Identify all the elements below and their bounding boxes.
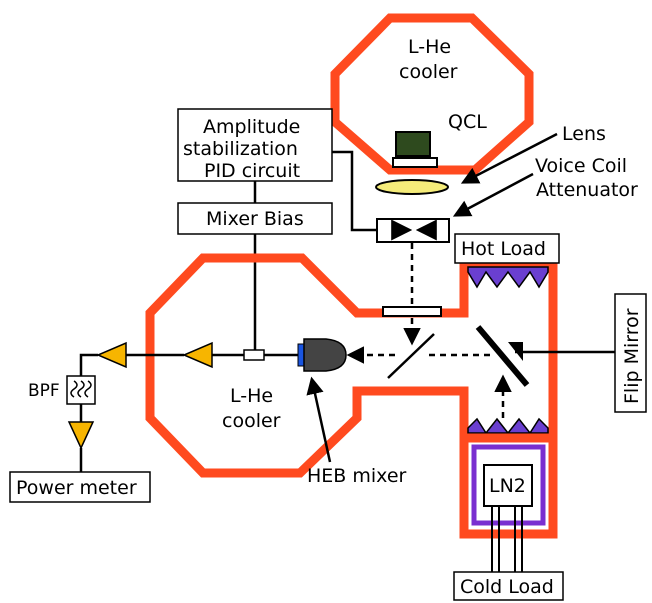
bpf-wave-2 [77, 380, 85, 398]
bandpass-filter-icon [66, 375, 96, 405]
bias-tee [243, 349, 265, 361]
lens-icon [375, 179, 449, 195]
main-cooler-label-line1: L-He [230, 385, 273, 407]
ln2-box [483, 464, 533, 507]
lens-label: Lens [562, 123, 606, 145]
lens-pointer [460, 132, 558, 184]
if-wire-amp2-to-bpf [79, 353, 98, 376]
optics-window [382, 306, 442, 317]
top-cooler-label-line2: cooler [399, 61, 458, 83]
voice-coil-pointer [452, 172, 534, 217]
qcl-label: QCL [448, 111, 487, 133]
voice-coil-label-line1: Voice Coil [535, 155, 627, 177]
amplifier-icon [96, 341, 127, 369]
amplifier-icon [67, 421, 95, 450]
cold-load-label: Cold Load [460, 576, 554, 598]
bpf-wave-1 [70, 380, 78, 398]
qcl-chip [395, 131, 431, 157]
voice-coil-label-line2: Attenuator [536, 179, 638, 201]
bpf-label: BPF [28, 381, 60, 401]
flip-mirror-label-box [614, 293, 647, 413]
hot-load-label-box [454, 233, 560, 264]
pid-to-attenuator-wire [332, 150, 377, 232]
heb-mixer-icon [303, 338, 347, 372]
hot-load-absorber [467, 266, 549, 289]
pid-label-line3: PID circuit [204, 160, 300, 182]
mixer-bias-label: Mixer Bias [206, 208, 304, 230]
flip-mirror-label: Flip Mirror [621, 308, 643, 404]
pid-label-line2: stabilization [183, 138, 298, 160]
bpf-wave-3 [84, 380, 92, 398]
ln2-label: LN2 [489, 475, 526, 497]
cold-load-absorber [467, 417, 549, 435]
beam-splitter [387, 333, 435, 379]
pid-label-line1: Amplitude [203, 116, 300, 138]
heb-contact [297, 343, 305, 367]
main-cooler-label-line2: cooler [222, 410, 281, 432]
top-cooler-label-line1: L-He [408, 36, 451, 58]
flip-mirror-icon [475, 325, 530, 387]
voice-coil-attenuator [376, 218, 450, 243]
ln2-dewar [471, 444, 546, 526]
mixer-bias-box [177, 202, 333, 235]
ln2-outer-cryo [459, 433, 558, 539]
power-meter-box [9, 471, 151, 503]
heb-mixer-label: HEB mixer [307, 465, 407, 487]
qcl-window [392, 157, 438, 168]
hot-load-label: Hot Load [461, 238, 546, 260]
amplifier-icon [182, 341, 213, 369]
cold-load-label-box [453, 571, 564, 601]
heb-mixer-pointer [306, 376, 332, 463]
power-meter-label: Power meter [16, 477, 137, 499]
